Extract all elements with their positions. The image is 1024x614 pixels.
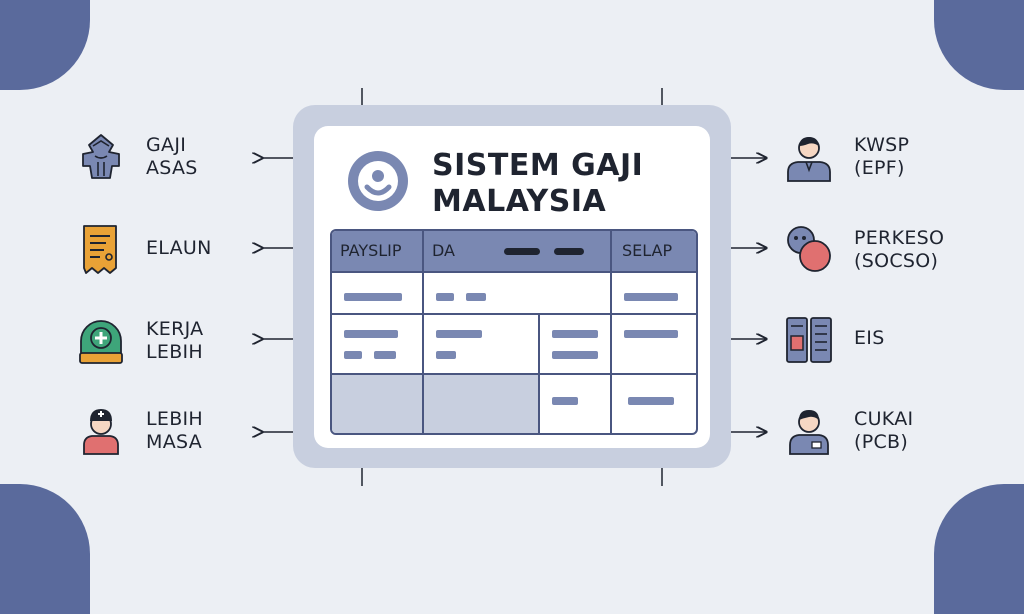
left-item-label-3a: KERJA [146, 318, 204, 340]
placeholder-bar [624, 330, 678, 338]
header-dash-2 [554, 248, 584, 255]
left-item-label-1b: ASAS [146, 157, 198, 179]
left-item-label-4a: LEBIH [146, 408, 204, 430]
placeholder-bar [552, 351, 598, 359]
placeholder-bar [436, 351, 456, 359]
header-dash-1 [504, 248, 540, 255]
right-item-label-1a: KWSP [854, 134, 910, 156]
medical-badge-icon [79, 320, 123, 364]
overlapping-circles-icon [787, 226, 831, 272]
placeholder-bar [436, 293, 454, 301]
smiley-logo-icon [348, 151, 408, 211]
right-item-label-4a: CUKAI [854, 408, 914, 430]
grid-vline-3 [610, 231, 612, 433]
grid-vline-1 [422, 231, 424, 433]
elephant-icon [82, 134, 120, 179]
right-item-label-4b: (PCB) [854, 431, 909, 453]
placeholder-bar [344, 293, 402, 301]
placeholder-bar [374, 351, 396, 359]
title-line-1: SISTEM GAJI [432, 148, 644, 183]
title-line-2: MALAYSIA [432, 184, 607, 219]
grid-hline-1 [332, 313, 696, 315]
shaded-cell-2 [424, 375, 538, 433]
payslip-header-col-3: SELAP [622, 241, 673, 260]
right-item-label-2b: (SOCSO) [854, 250, 939, 272]
left-item-label-4b: MASA [146, 431, 203, 453]
left-item-label-1a: GAJI [146, 134, 187, 156]
shaded-cell-1 [332, 375, 422, 433]
right-item-label-3a: EIS [854, 327, 885, 349]
right-item-label-1b: (EPF) [854, 157, 905, 179]
placeholder-bar [552, 330, 598, 338]
left-item-label-3b: LEBIH [146, 341, 204, 363]
payslip-header-col-2: DA [432, 241, 455, 260]
left-item-label-2a: ELAUN [146, 237, 212, 259]
placeholder-bar [466, 293, 486, 301]
grid-hline-2 [332, 373, 696, 375]
placeholder-bar [436, 330, 482, 338]
placeholder-bar [552, 397, 578, 405]
placeholder-bar [344, 351, 362, 359]
officer-icon [789, 410, 829, 455]
nurse-icon [83, 409, 119, 455]
placeholder-bar [628, 397, 674, 405]
placeholder-bar [344, 330, 398, 338]
cabinet-icon [786, 317, 832, 363]
page-title: SISTEM GAJI MALAYSIA [432, 148, 692, 220]
receipt-icon [83, 225, 117, 274]
placeholder-bar [624, 293, 678, 301]
payslip-header-col-1: PAYSLIP [340, 241, 402, 260]
right-item-label-2a: PERKESO [854, 227, 945, 249]
person-icon [787, 137, 831, 182]
payslip-table: PAYSLIP DA SELAP [330, 229, 698, 435]
